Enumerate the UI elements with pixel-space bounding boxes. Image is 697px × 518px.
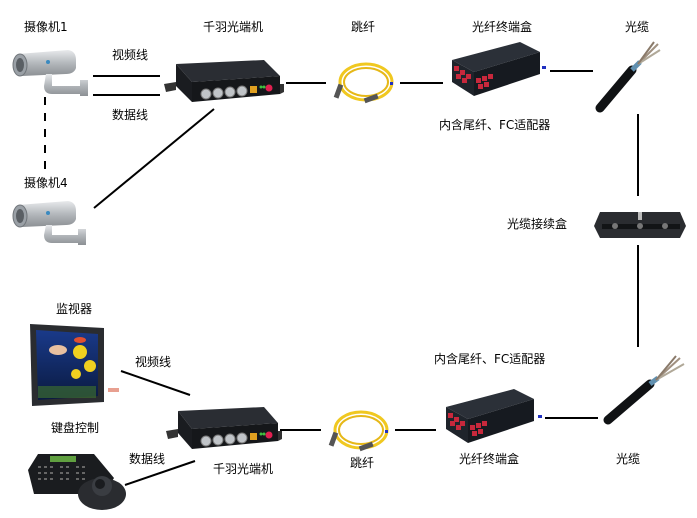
optical-cable-top-icon: [595, 41, 661, 113]
data-line-bottom-label: 数据线: [129, 452, 166, 466]
cable-bottom-label: 光缆: [616, 452, 641, 466]
camera1-label: 摄像机1: [24, 20, 68, 34]
transceiver-bottom-icon: [166, 407, 282, 449]
transceiver-top-label: 千羽光端机: [203, 20, 264, 34]
splice-box-label: 光缆接续盒: [507, 217, 568, 231]
transceiver-top-icon: [164, 60, 284, 102]
terminal-box-bottom-note: 内含尾纤、FC适配器: [434, 352, 546, 366]
splice-box-icon: [594, 212, 686, 238]
keyboard-label: 键盘控制: [51, 421, 100, 435]
optical-cable-bottom-icon: [603, 355, 685, 425]
transceiver-bottom-label: 千羽光端机: [213, 462, 274, 476]
camera4-label: 摄像机4: [24, 176, 68, 190]
patch-cord-bottom-label: 跳纤: [350, 456, 375, 470]
video-line-top-label: 视频线: [112, 48, 149, 62]
monitor-icon: [30, 324, 104, 406]
patch-cord-top-label: 跳纤: [351, 20, 376, 34]
monitor-brand-tag: [108, 388, 119, 392]
terminal-box-top-label: 光纤终端盒: [472, 20, 533, 34]
terminal-box-bottom-label: 光纤终端盒: [459, 452, 520, 466]
camera4-icon: [12, 201, 86, 245]
camera4-link-line: [93, 108, 215, 209]
video-line-bottom: [120, 370, 191, 396]
monitor-label: 监视器: [56, 302, 93, 316]
patch-cord-bottom-icon: [328, 410, 389, 452]
keyboard-controller-icon: [28, 454, 126, 510]
terminal-box-bottom-icon: [446, 389, 542, 443]
camera1-icon: [12, 50, 88, 96]
video-line-bottom-label: 视频线: [135, 355, 172, 369]
data-line-top-label: 数据线: [112, 108, 149, 122]
data-line-bottom: [124, 460, 196, 486]
cable-top-label: 光缆: [625, 20, 650, 34]
terminal-box-top-icon: [452, 42, 546, 96]
terminal-box-top-note: 内含尾纤、FC适配器: [439, 118, 551, 132]
patch-cord-top-icon: [333, 62, 394, 104]
